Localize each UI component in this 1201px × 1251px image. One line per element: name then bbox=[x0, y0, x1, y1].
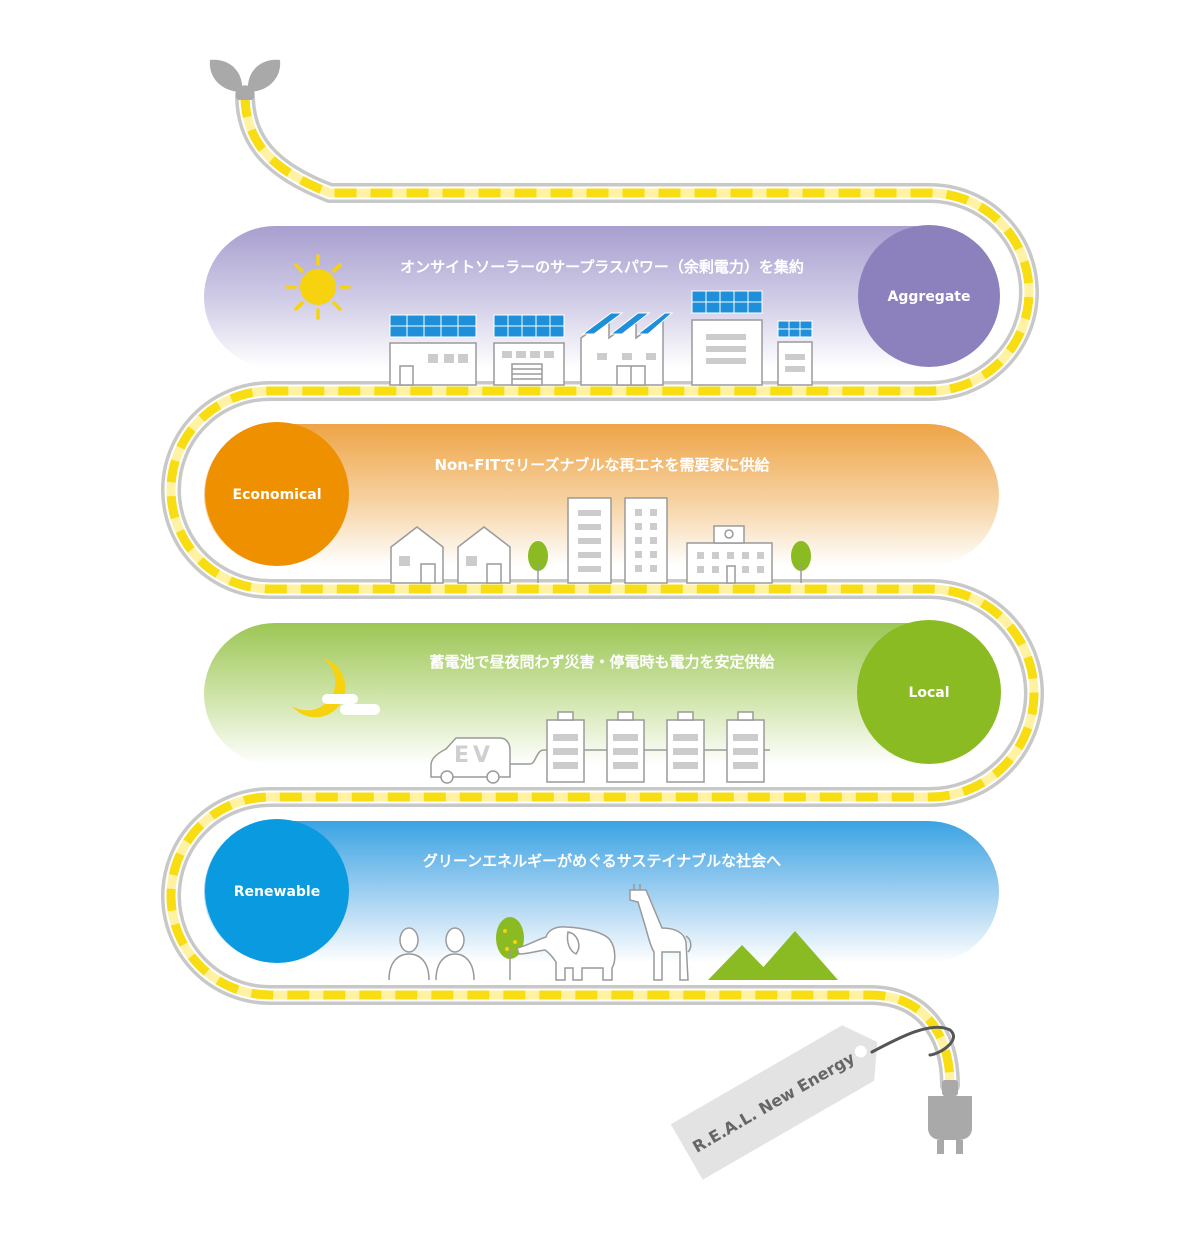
town-buildings bbox=[390, 497, 811, 584]
cloud-icon bbox=[322, 694, 380, 715]
tag-icon: R.E.A.L. New Energy bbox=[670, 1025, 878, 1180]
band-economical bbox=[204, 424, 999, 566]
band-caption-local: 蓄電池で昼夜問わず災害・停電時も電力を安定供給 bbox=[429, 653, 775, 671]
badge-aggregate: Aggregate bbox=[858, 225, 1000, 367]
band-caption-aggregate: オンサイトソーラーのサープラスパワー（余剰電力）を集約 bbox=[400, 258, 804, 276]
sprout-icon bbox=[209, 59, 281, 100]
ev-car-icon: EV bbox=[430, 737, 545, 784]
band-local bbox=[204, 623, 999, 765]
band-caption-renewable: グリーンエネルギーがめぐるサステイナブルな社会へ bbox=[423, 852, 781, 870]
battery-row bbox=[544, 711, 770, 783]
tag-string bbox=[870, 1025, 955, 1057]
mountain-icon bbox=[708, 931, 838, 980]
badge-label-renewable: Renewable bbox=[234, 884, 320, 900]
battery-icon bbox=[546, 711, 585, 783]
elephant-icon bbox=[516, 926, 616, 981]
ev-label: EV bbox=[454, 743, 494, 768]
badge-label-economical: Economical bbox=[233, 487, 322, 503]
giraffe-icon bbox=[629, 884, 692, 981]
badge-renewable: Renewable bbox=[205, 819, 349, 963]
battery-icon bbox=[666, 711, 705, 783]
band-renewable bbox=[204, 821, 999, 963]
person-icon bbox=[435, 927, 475, 981]
person-icon bbox=[388, 927, 430, 981]
power-cable bbox=[161, 85, 1044, 1095]
badge-local: Local bbox=[857, 620, 1001, 764]
nature-scene bbox=[388, 884, 838, 981]
sun-icon bbox=[285, 254, 351, 320]
badge-economical: Economical bbox=[205, 422, 349, 566]
tree-icon bbox=[791, 541, 811, 583]
plug-icon bbox=[928, 1080, 972, 1154]
badge-label-local: Local bbox=[908, 685, 949, 701]
band-caption-economical: Non-FITでリーズナブルな再エネを需要家に供給 bbox=[434, 456, 770, 474]
solar-buildings bbox=[389, 290, 813, 386]
battery-icon bbox=[606, 711, 645, 783]
tree-icon bbox=[528, 541, 548, 583]
battery-icon bbox=[726, 711, 765, 783]
badge-label-aggregate: Aggregate bbox=[888, 289, 971, 305]
